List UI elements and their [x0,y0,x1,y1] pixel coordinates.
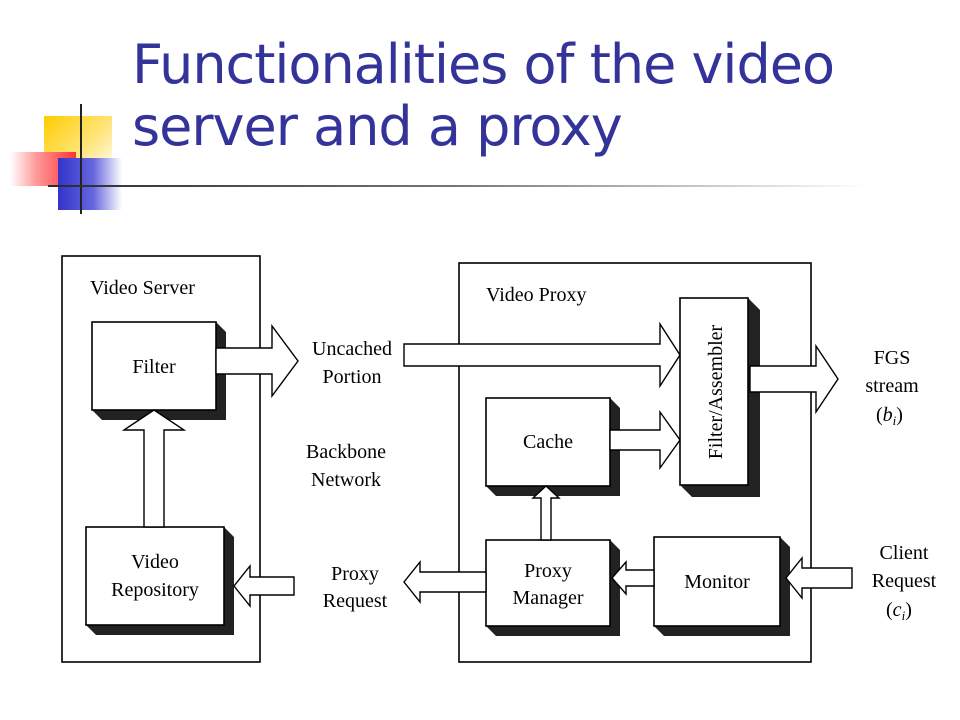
monitor-to-manager-arrow [611,560,655,596]
title-line-1: Functionalities of the video [132,33,835,96]
video-repository-label-2: Repository [111,579,199,601]
deco-square-blue [58,158,122,210]
title-underline [48,185,868,187]
video-proxy-label: Video Proxy [486,284,586,306]
filter-assembler-box: Filter/Assembler [679,297,760,497]
proxy-manager-box: Proxy Manager [485,539,620,636]
uncached-label-2: Portion [323,366,382,388]
monitor-label: Monitor [684,571,750,593]
monitor-box: Monitor [653,536,790,636]
fgs-label-var: (bi) [876,404,903,428]
video-repository-label-1: Video [131,551,179,573]
page-title: Functionalities of the video server and … [132,34,932,158]
proxy-request-to-repository-arrow [233,564,295,608]
repository-to-filter-arrow [121,409,187,528]
client-label-var: (ci) [886,599,912,623]
manager-to-proxy-request-arrow [403,560,487,604]
video-server-label: Video Server [90,277,195,299]
proxy-manager-label-1: Proxy [524,560,572,582]
proxy-manager-label-2: Manager [512,587,583,609]
deco-vline [80,104,82,214]
filter-box: Filter [91,321,226,420]
title-line-2: server and a proxy [132,95,623,158]
filter-label: Filter [132,356,176,378]
proxy-request-label-2: Request [323,590,388,612]
uncached-to-assembler-arrow [403,321,681,389]
cache-label: Cache [523,431,573,453]
manager-to-cache-arrow [531,485,561,541]
backbone-label-2: Network [311,469,381,491]
client-to-monitor-arrow [785,556,853,600]
fgs-output-arrow [749,343,839,415]
fgs-label-1: FGS [874,347,911,369]
deco-squares [0,0,140,220]
uncached-label-1: Uncached [312,338,392,360]
filter-output-arrow [215,323,299,399]
client-label-1: Client [880,542,929,564]
backbone-label-1: Backbone [306,441,386,463]
proxy-request-label-1: Proxy [331,563,379,585]
filter-assembler-label: Filter/Assembler [705,324,727,459]
cache-box: Cache [485,397,620,496]
video-repository-box: Video Repository [85,526,234,635]
client-label-2: Request [872,570,937,592]
fgs-label-2: stream [865,375,919,397]
cache-to-assembler-arrow [609,409,681,471]
